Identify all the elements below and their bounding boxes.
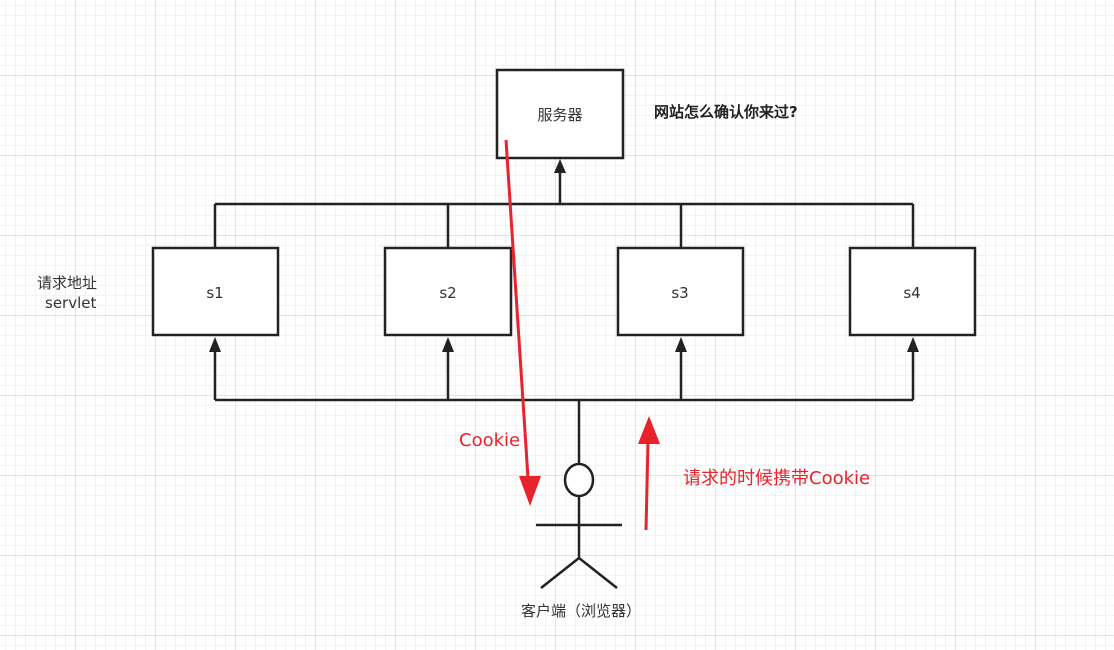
servlet-s2: s2	[383, 246, 513, 337]
cookie-request-label: 请求的时候携带Cookie	[683, 468, 870, 489]
servlet-note-line2: servlet	[45, 294, 96, 312]
question-text: 网站怎么确认你来过?	[654, 103, 798, 121]
cookie-response-label: Cookie	[459, 430, 520, 451]
servlet-s1-label: s1	[206, 284, 223, 302]
bottom-bus	[213, 352, 915, 464]
servlet-s2-label: s2	[439, 284, 456, 302]
servlet-s3-label: s3	[671, 284, 688, 302]
client-label: 客户端（浏览器）	[521, 602, 641, 620]
arrow-to-s1-head	[209, 337, 221, 352]
client-actor	[536, 462, 622, 589]
cookie-request-arrow	[638, 416, 660, 531]
server-label: 服务器	[537, 106, 582, 124]
top-bus	[213, 172, 915, 248]
arrow-to-server-head	[554, 159, 566, 173]
arrow-to-s2-head	[442, 337, 454, 352]
arrow-to-s4-head	[907, 337, 919, 352]
arrow-to-s3-head	[675, 337, 687, 352]
servlet-s4: s4	[848, 246, 977, 337]
servlet-s4-label: s4	[903, 284, 920, 302]
servlet-s1: s1	[151, 246, 280, 337]
servlet-s3: s3	[616, 246, 745, 337]
cookie-response-arrow	[504, 139, 541, 506]
server-node: 服务器	[495, 68, 625, 160]
servlet-note-line1: 请求地址	[37, 274, 97, 292]
